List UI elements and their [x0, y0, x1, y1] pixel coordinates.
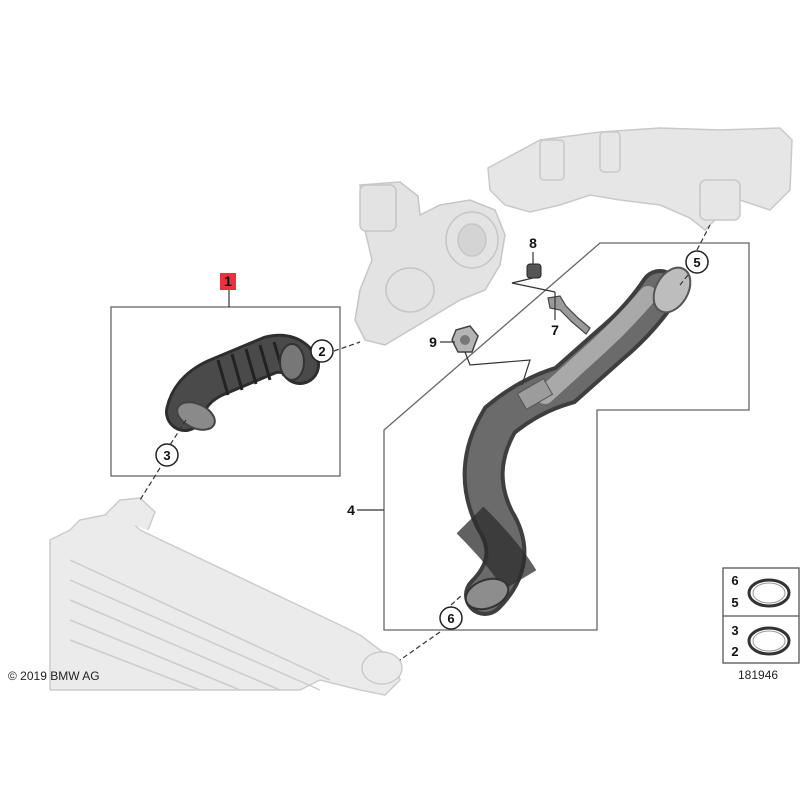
leader-lines: [139, 224, 711, 661]
callout-9-label: 9: [429, 334, 437, 350]
callout-1: 1: [220, 273, 236, 290]
callout-2-label: 2: [318, 344, 325, 359]
callout-6-label: 6: [447, 611, 454, 626]
callout-4-label: 4: [347, 502, 355, 518]
callout-4: 4: [347, 502, 355, 518]
exhaust-manifold-ghost: [487, 127, 793, 232]
legend-top-b: 5: [731, 595, 738, 610]
callout-8: 8: [529, 235, 537, 251]
copyright-text: © 2019 BMW AG: [8, 669, 100, 683]
callout-2: 2: [310, 339, 334, 363]
legend-bottom-a: 3: [731, 623, 738, 638]
group-box-1: [110, 306, 341, 477]
part-8-cap: [526, 263, 542, 279]
callout-3-label: 3: [163, 448, 170, 463]
callout-6: 6: [439, 606, 463, 630]
legend-top-a: 6: [731, 573, 738, 588]
callout-5: 5: [685, 250, 709, 274]
part-9-sensor: [451, 325, 479, 353]
legend-box: 6 5 3 2: [722, 567, 800, 664]
callout-5-label: 5: [693, 255, 700, 270]
callout-8-label: 8: [529, 235, 537, 251]
callout-7: 7: [551, 322, 559, 338]
seal-ring-lower: [747, 626, 791, 656]
legend-bottom-b: 2: [731, 644, 738, 659]
intercooler-ghost: [49, 497, 403, 696]
callout-9: 9: [429, 334, 437, 350]
charge-air-pipe-4: [456, 266, 692, 616]
callout-7-label: 7: [551, 322, 559, 338]
callout-1-label: 1: [224, 273, 232, 289]
turbocharger-ghost: [354, 181, 506, 346]
seal-ring-upper: [747, 578, 791, 608]
charge-air-hose-1: [165, 333, 320, 432]
group-box-4: [383, 242, 750, 631]
diagram-number: 181946: [738, 668, 779, 682]
callout-3: 3: [155, 443, 179, 467]
